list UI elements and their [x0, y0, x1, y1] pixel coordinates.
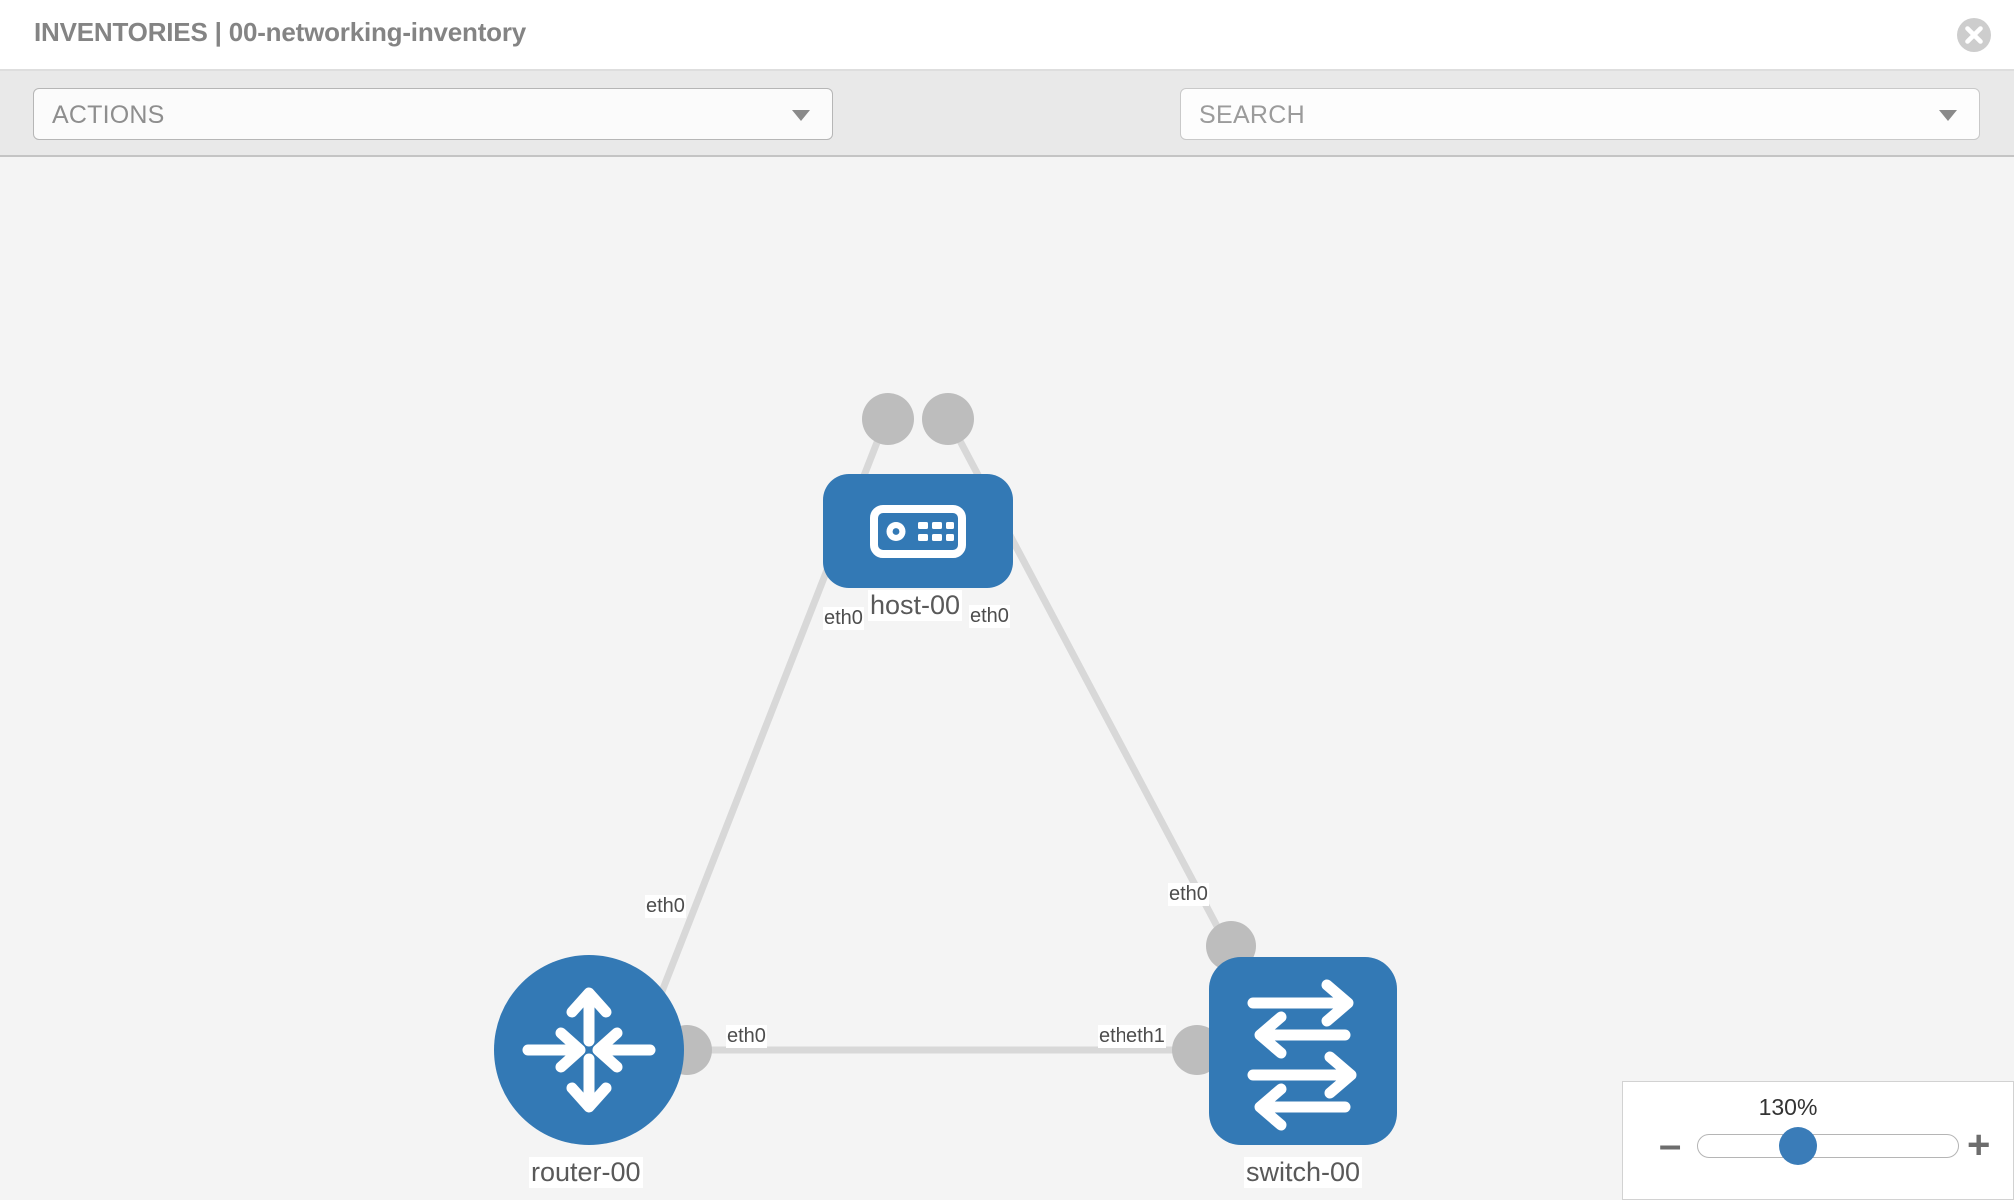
iface-label: eth0	[726, 1025, 767, 1048]
page-title: INVENTORIES | 00-networking-inventory	[34, 17, 527, 47]
router-icon	[522, 987, 656, 1113]
server-icon	[870, 505, 966, 558]
chevron-down-icon	[792, 110, 810, 121]
node-switch-00-shape	[1209, 957, 1397, 1145]
node-label-switch-00: switch-00	[1244, 1157, 1363, 1188]
iface-label: eth1	[1125, 1025, 1166, 1048]
zoom-control-panel: 130% – +	[1622, 1081, 2014, 1200]
zoom-slider-thumb[interactable]	[1779, 1127, 1817, 1165]
search-placeholder: SEARCH	[1199, 101, 1305, 129]
node-host-00[interactable]	[823, 474, 1013, 588]
topology-graph	[494, 393, 1397, 1145]
node-host-00-shape	[823, 474, 1013, 588]
close-icon[interactable]	[1956, 17, 1992, 53]
switch-icon	[1247, 979, 1357, 1131]
iface-label: eth0	[969, 605, 1010, 628]
zoom-out-button[interactable]: –	[1659, 1123, 1682, 1167]
connector-host-right	[922, 393, 974, 445]
zoom-slider-track[interactable]	[1697, 1134, 1959, 1158]
zoom-percent-label: 130%	[1758, 1094, 1818, 1120]
search-input[interactable]: SEARCH	[1180, 88, 1980, 140]
node-switch-00[interactable]	[1209, 957, 1397, 1145]
actions-dropdown-label: ACTIONS	[52, 101, 165, 129]
topology-canvas[interactable]: host-00 router-00 switch-00 eth0 eth0 et…	[0, 157, 2014, 1200]
iface-label: eth0	[645, 895, 686, 918]
chevron-down-icon[interactable]	[1939, 110, 1957, 121]
node-router-00[interactable]	[494, 955, 684, 1145]
actions-dropdown[interactable]: ACTIONS	[33, 88, 833, 140]
iface-label: eth0	[823, 607, 864, 630]
connector-host-left	[862, 393, 914, 445]
page-header: INVENTORIES | 00-networking-inventory	[0, 0, 2014, 71]
node-router-00-shape	[494, 955, 684, 1145]
toolbar: ACTIONS SEARCH	[0, 71, 2014, 198]
zoom-in-button[interactable]: +	[1967, 1123, 1991, 1167]
node-label-host-00: host-00	[868, 590, 963, 621]
node-label-router-00: router-00	[529, 1157, 643, 1188]
iface-label: eth0	[1168, 883, 1209, 906]
